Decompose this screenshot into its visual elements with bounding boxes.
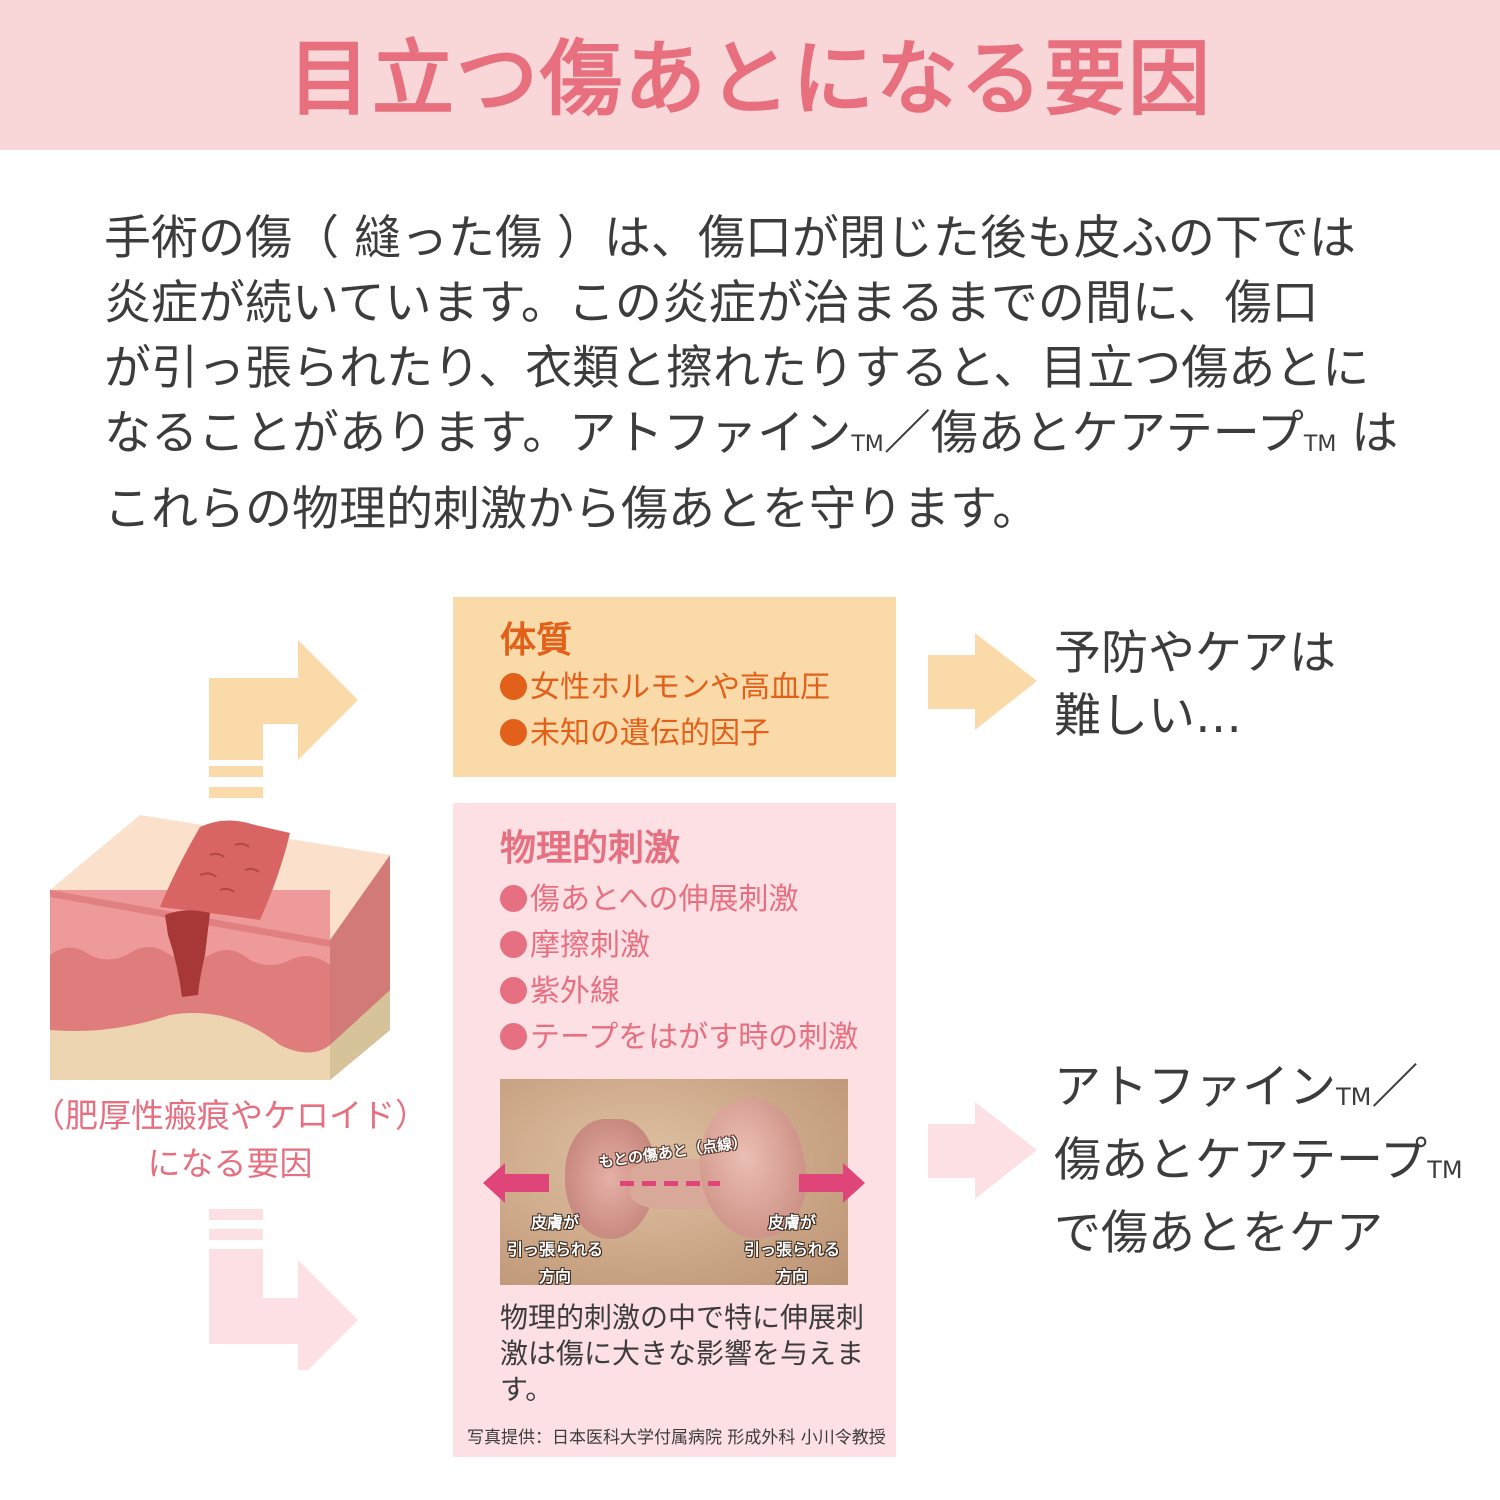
caption-line: になる要因	[147, 1144, 313, 1183]
label-line: 皮膚が	[767, 1213, 816, 1232]
list-item: 女性ホルモンや高血圧	[500, 665, 896, 711]
list-item: 未知の遺伝的因子	[500, 711, 896, 757]
label-line: 引っ張られる	[506, 1240, 603, 1259]
list-item: 紫外線	[500, 969, 896, 1015]
intro-text: は	[1336, 406, 1399, 461]
outcome-difficult: 予防やケアは 難しい…	[1054, 622, 1336, 748]
label-line: 方向	[538, 1267, 571, 1285]
trademark-mark: TM	[1427, 1156, 1463, 1184]
list-item: テープをはがす時の刺激	[500, 1015, 896, 1061]
list-item: 傷あとへの伸展刺激	[500, 877, 896, 923]
arrow-right-icon	[928, 633, 1037, 730]
intro-line: 炎症が続いています。この炎症が治まるまでの間に、傷口	[104, 276, 1319, 331]
list-item-text: 紫外線	[530, 974, 620, 1009]
list-item: 摩擦刺激	[500, 923, 896, 969]
list-item-text: 未知の遺伝的因子	[530, 716, 770, 751]
pull-direction-label-right: 皮膚が 引っ張られる 方向	[737, 1209, 847, 1285]
header-banner: 目立つ傷あとになる要因	[0, 0, 1500, 150]
page-title: 目立つ傷あとになる要因	[287, 31, 1212, 127]
intro-line: これらの物理的刺激から傷あとを守ります。	[104, 482, 1040, 537]
outcome-text: 傷あとケアテープ	[1054, 1133, 1428, 1188]
trademark-mark: TM	[1303, 432, 1337, 457]
left-caption: （肥厚性瘢痕やケロイド） になる要因	[20, 1092, 440, 1188]
box-title: 体質	[500, 620, 573, 661]
outcome-line: アトファインTM／	[1054, 1056, 1463, 1129]
intro-line: なることがあります。アトファインTM／傷あとケアテープTM は	[104, 401, 1414, 477]
arrow-right-icon	[799, 1163, 865, 1203]
intro-text: ／傷あとケアテープ	[883, 406, 1304, 461]
box-title: 物理的刺激	[500, 828, 681, 869]
arrow-up-right-icon	[209, 640, 358, 798]
trademark-mark: TM	[851, 432, 884, 457]
intro-line: が引っ張られたり、衣類と擦れたりすると、目立つ傷あとに	[104, 341, 1370, 396]
outcome-line: 傷あとケアテープTM	[1054, 1129, 1463, 1202]
bullet-icon	[500, 673, 527, 700]
intro-text: なることがあります。アトファイン	[104, 406, 852, 461]
photo-credit: 写真提供：日本医科大学付属病院 形成外科 小川令教授	[467, 1428, 886, 1448]
outcome-text: ／	[1371, 1060, 1419, 1115]
intro-paragraph: 手術の傷（ 縫った傷 ）は、傷口が閉じた後も皮ふの下では 炎症が続いています。こ…	[104, 206, 1414, 542]
physical-stimulus-box: 物理的刺激 傷あとへの伸展刺激 摩擦刺激 紫外線 テープをはがす時の刺激 もとの…	[453, 803, 896, 1457]
constitution-factors-box: 体質 女性ホルモンや高血圧 未知の遺伝的因子	[453, 597, 896, 777]
outcome-care: アトファインTM／ 傷あとケアテープTM で傷あとをケア	[1054, 1056, 1463, 1265]
note-text: 物理的刺激の中で特に伸展刺激は傷に大きな影響を与えます。	[500, 1301, 865, 1406]
list-item-text: 女性ホルモンや高血圧	[530, 670, 830, 705]
outcome-line: で傷あとをケア	[1054, 1206, 1383, 1261]
bullet-icon	[500, 931, 527, 958]
dotted-line	[620, 1181, 720, 1186]
bullet-icon	[500, 719, 527, 746]
caption-line: （肥厚性瘢痕やケロイド）	[32, 1096, 428, 1135]
arrow-right-icon	[928, 1102, 1037, 1199]
list-item-text: 摩擦刺激	[530, 928, 650, 963]
arrow-down-right-icon	[209, 1209, 358, 1370]
bullet-icon	[500, 977, 527, 1004]
outcome-text: アトファイン	[1054, 1060, 1336, 1115]
skin-scar-illustration	[50, 815, 390, 1080]
outcome-line: 予防やケアは	[1054, 626, 1336, 681]
list-item-text: 傷あとへの伸展刺激	[530, 882, 799, 917]
bullet-icon	[500, 1023, 527, 1050]
scar-photo: もとの傷あと（点線） 皮膚が 引っ張られる 方向 皮膚が 引っ張られる 方向	[500, 1079, 848, 1285]
list-item-text: テープをはがす時の刺激	[530, 1020, 859, 1055]
pull-direction-label-left: 皮膚が 引っ張られる 方向	[500, 1209, 610, 1285]
intro-line: 手術の傷（ 縫った傷 ）は、傷口が閉じた後も皮ふの下では	[104, 211, 1356, 266]
bullet-icon	[500, 885, 527, 912]
outcome-line: 難しい…	[1054, 689, 1242, 744]
arrow-left-icon	[483, 1163, 549, 1203]
label-line: 方向	[775, 1267, 808, 1285]
label-line: 皮膚が	[530, 1213, 579, 1232]
trademark-mark: TM	[1336, 1083, 1372, 1111]
label-line: 引っ張られる	[743, 1240, 840, 1259]
